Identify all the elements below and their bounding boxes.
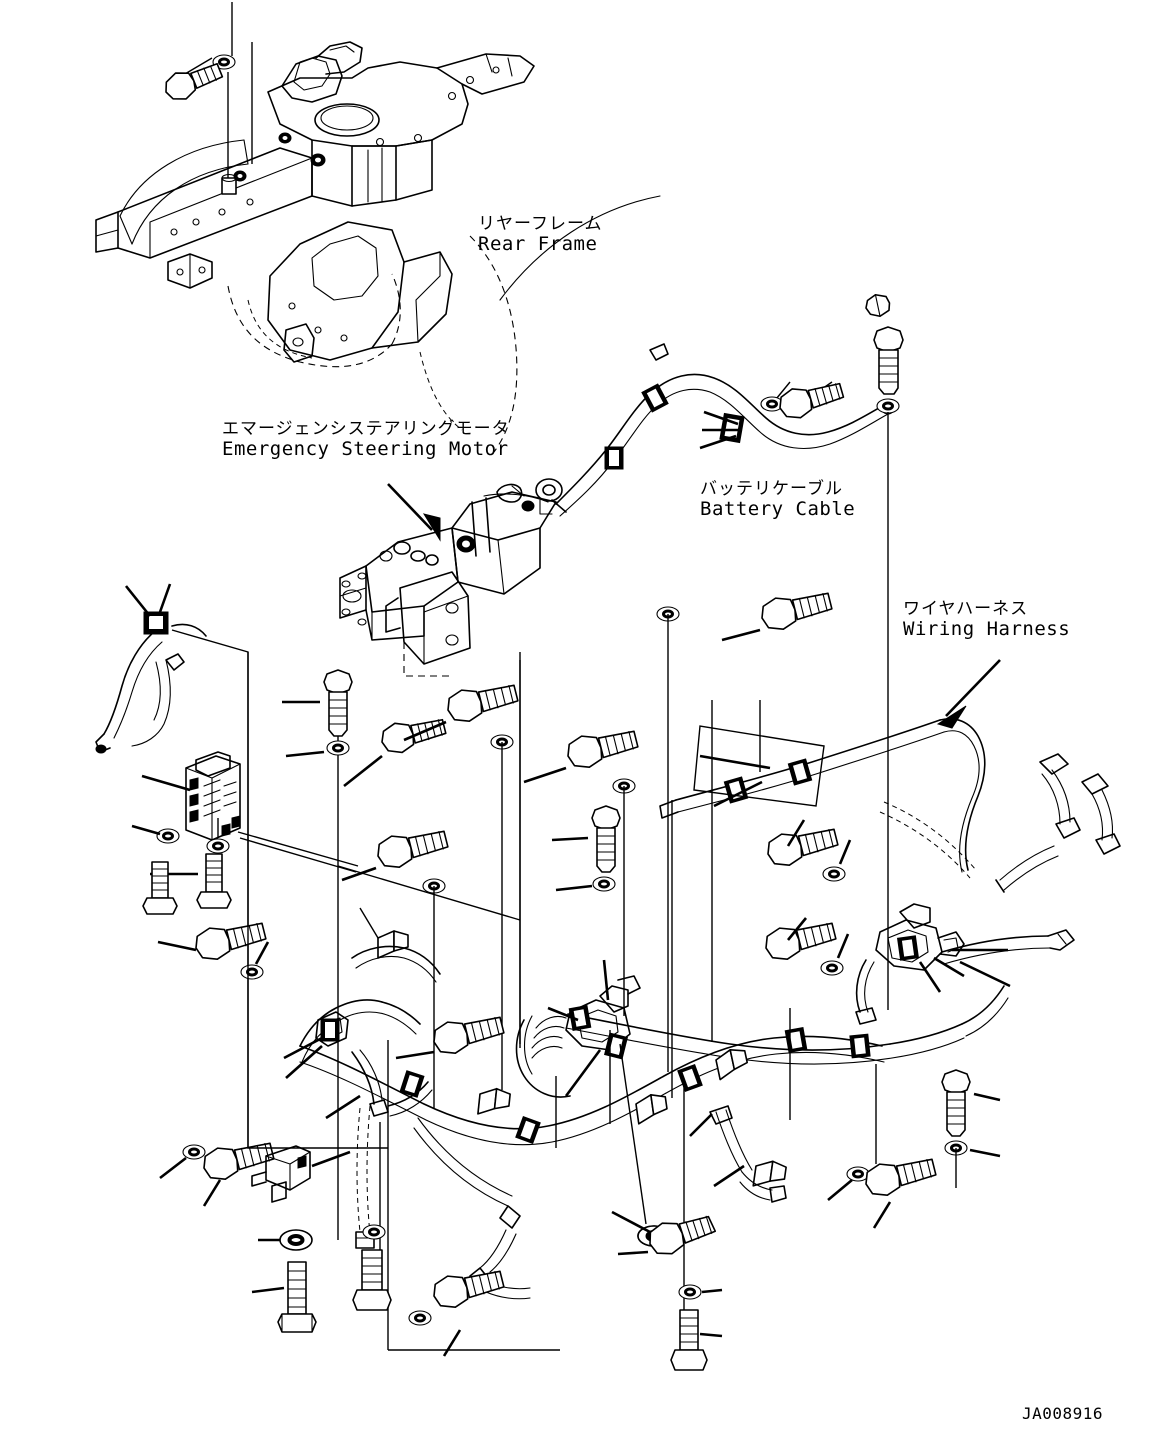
mounting-bracket bbox=[251, 1145, 351, 1203]
center-junction-cluster bbox=[515, 959, 672, 1248]
section-construction-lines bbox=[247, 652, 825, 1351]
callout-emergency-steering-motor: エマージェンシステアリングモータ Emergency Steering Moto… bbox=[222, 419, 510, 461]
callout-rear-frame-jp: リヤーフレーム bbox=[478, 214, 603, 234]
callout-wiring-harness-jp: ワイヤハーネス bbox=[903, 599, 1029, 619]
drawing-number: JA008916 bbox=[1022, 1404, 1104, 1423]
emergency-steering-motor-assembly bbox=[339, 478, 563, 677]
callout-battery-cable-en: Battery Cable bbox=[700, 498, 856, 521]
battery-cable-clamp-hardware bbox=[759, 381, 845, 419]
callout-emergency-steering-motor-en: Emergency Steering Motor bbox=[222, 438, 509, 461]
rear-frame-assembly bbox=[95, 2, 661, 453]
exploded-hardware bbox=[131, 592, 1001, 1371]
callout-rear-frame: リヤーフレーム Rear Frame bbox=[478, 214, 603, 256]
callout-wiring-harness: ワイヤハーネス Wiring Harness bbox=[903, 599, 1071, 641]
callout-rear-frame-en: Rear Frame bbox=[478, 233, 598, 256]
callout-wiring-harness-en: Wiring Harness bbox=[903, 618, 1071, 641]
battery-terminal-hardware bbox=[865, 293, 904, 415]
right-harness-cluster bbox=[855, 753, 1121, 1025]
frame-bolt-group bbox=[165, 2, 237, 195]
callout-emergency-steering-motor-jp: エマージェンシステアリングモータ bbox=[222, 419, 510, 439]
callout-battery-cable-jp: バッテリケーブル bbox=[700, 479, 843, 499]
installed-fasteners bbox=[233, 132, 326, 182]
callout-battery-cable: バッテリケーブル Battery Cable bbox=[700, 479, 856, 521]
battery-cable-assembly bbox=[551, 293, 904, 1010]
